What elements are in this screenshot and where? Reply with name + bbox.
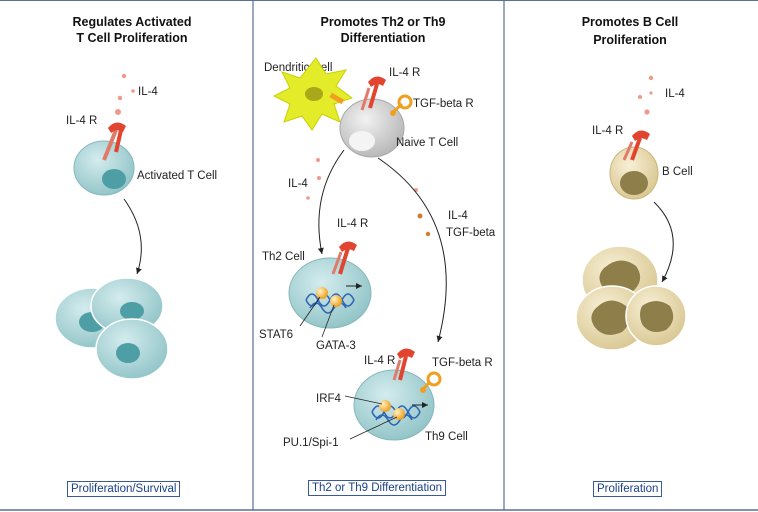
il4-receptor-label-top: IL-4 R: [389, 67, 420, 79]
panel-activated-t-cell: Regulates Activated T Cell Proliferation…: [54, 15, 217, 380]
tgf-beta-receptor-icon: [390, 94, 413, 116]
activated-t-cell-label: Activated T Cell: [137, 170, 217, 182]
gata3-icon: [330, 295, 342, 307]
il4-label: IL-4: [138, 86, 158, 98]
naive-t-cell-label: Naive T Cell: [396, 137, 458, 149]
stat6-pointer: [299, 296, 321, 327]
tgf-beta-receptor-label-top: TGF-beta R: [413, 98, 474, 110]
panel2-title-line2: Differentiation: [341, 31, 426, 45]
il4-dots-left: [306, 158, 321, 200]
il4-receptor-icon: [392, 348, 415, 381]
il4-label-b: IL-4: [665, 88, 685, 100]
pu1-label: PU.1/Spi-1: [283, 437, 339, 449]
il4-receptor-icon: [102, 122, 126, 161]
naive-t-cell-nucleus: [349, 131, 375, 151]
stat6-icon: [316, 287, 328, 299]
b-proliferation-arrow: [653, 201, 674, 283]
tgf-beta-receptor-icon: [420, 371, 442, 393]
irf4-label: IRF4: [316, 393, 342, 405]
il4-receptor-icon: [331, 241, 357, 275]
dc-mhc-icon: [329, 92, 345, 105]
pu1-icon: [393, 408, 405, 420]
th9-cell: [353, 369, 435, 441]
th9-il4-receptor-label: IL-4 R: [364, 355, 395, 367]
outcome-proliferation-survival: Proliferation/Survival: [67, 481, 181, 497]
stat6-label: STAT6: [259, 329, 293, 341]
il4-dots: [115, 73, 135, 115]
panel1-title-line2: T Cell Proliferation: [76, 31, 187, 45]
tgf-beta-label-right: TGF-beta: [446, 227, 496, 239]
pu1-pointer: [349, 416, 398, 440]
il4-receptor-label: IL-4 R: [66, 115, 97, 127]
il4-receptor-label-b: IL-4 R: [592, 125, 623, 137]
panel2-title-line1: Promotes Th2 or Th9: [320, 15, 445, 29]
il4-receptor-icon: [622, 130, 650, 161]
il4-label-left: IL-4: [288, 178, 308, 190]
th2-il4-receptor-label: IL-4 R: [337, 218, 368, 230]
activated-t-cell-nucleus: [102, 169, 126, 189]
b-cell-label: B Cell: [662, 166, 693, 178]
panel1-title-line1: Regulates Activated: [72, 15, 191, 29]
daughter-t-cells: [54, 277, 169, 380]
th2-cell: [288, 257, 372, 329]
outcome-th2-th9-differentiation: Th2 or Th9 Differentiation: [308, 480, 446, 496]
th9-tgf-receptor-label: TGF-beta R: [432, 357, 493, 369]
gata3-pointer: [321, 304, 335, 338]
irf4-pointer: [344, 395, 383, 405]
panel-b-cell: Promotes B Cell Proliferation IL-4 IL-4 …: [575, 15, 693, 351]
th2-cell-label: Th2 Cell: [262, 251, 305, 263]
th9-cell-label: Th9 Cell: [425, 431, 468, 443]
arrow-to-th2: [317, 149, 345, 255]
irf4-icon: [379, 400, 391, 412]
panel-th2-th9: Promotes Th2 or Th9 Differentiation Dend…: [259, 15, 496, 449]
il4-dots: [638, 75, 654, 115]
il4-tgf-dots-right: [414, 188, 431, 237]
panel3-title-line2: Proliferation: [593, 33, 667, 47]
activated-t-cell: [73, 140, 135, 196]
dendritic-cell-nucleus: [305, 87, 323, 101]
outcome-b-cell-proliferation: Proliferation: [593, 481, 663, 497]
panel3-title-line1: Promotes B Cell: [582, 15, 679, 29]
il4-receptor-icon: [360, 76, 386, 111]
proliferation-arrow: [123, 198, 142, 275]
daughter-b-cells: [575, 245, 687, 351]
gata3-label: GATA-3: [316, 340, 356, 352]
arrow-to-th9: [377, 157, 447, 343]
b-cell-nucleus: [620, 171, 648, 195]
il4-label-right: IL-4: [448, 210, 468, 222]
